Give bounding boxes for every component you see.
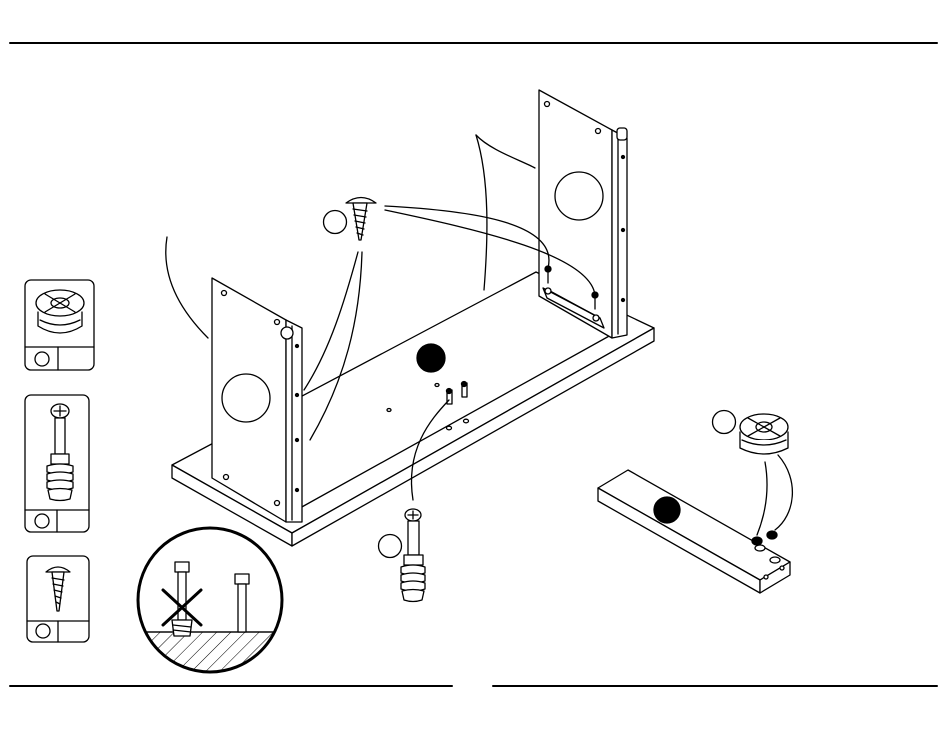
- cam-lock-icon: [740, 414, 788, 454]
- shelf-board: [598, 470, 790, 593]
- shelf-marker-dot: [654, 497, 680, 523]
- left-side-panel: [212, 278, 302, 522]
- legend-card-screw: [27, 556, 89, 642]
- swing-arrow-right: [476, 135, 535, 168]
- detail-magnifier: [130, 528, 300, 682]
- shelf-cam-locks: [752, 531, 777, 545]
- cam-lock-callout: [713, 411, 793, 536]
- legend-card-cam-bolt: [25, 395, 89, 532]
- step-marker-dot: [417, 344, 445, 372]
- swing-arrow-right-2: [476, 135, 487, 290]
- legend-card-cam-lock: [25, 280, 94, 370]
- parts-legend: [25, 280, 94, 642]
- swing-arrow-left: [166, 237, 208, 338]
- main-assembly-drawing: [130, 90, 654, 682]
- cam-bolt-icon: [401, 509, 425, 602]
- screw-icon: [346, 198, 376, 241]
- shelf-assembly-drawing: [598, 411, 792, 594]
